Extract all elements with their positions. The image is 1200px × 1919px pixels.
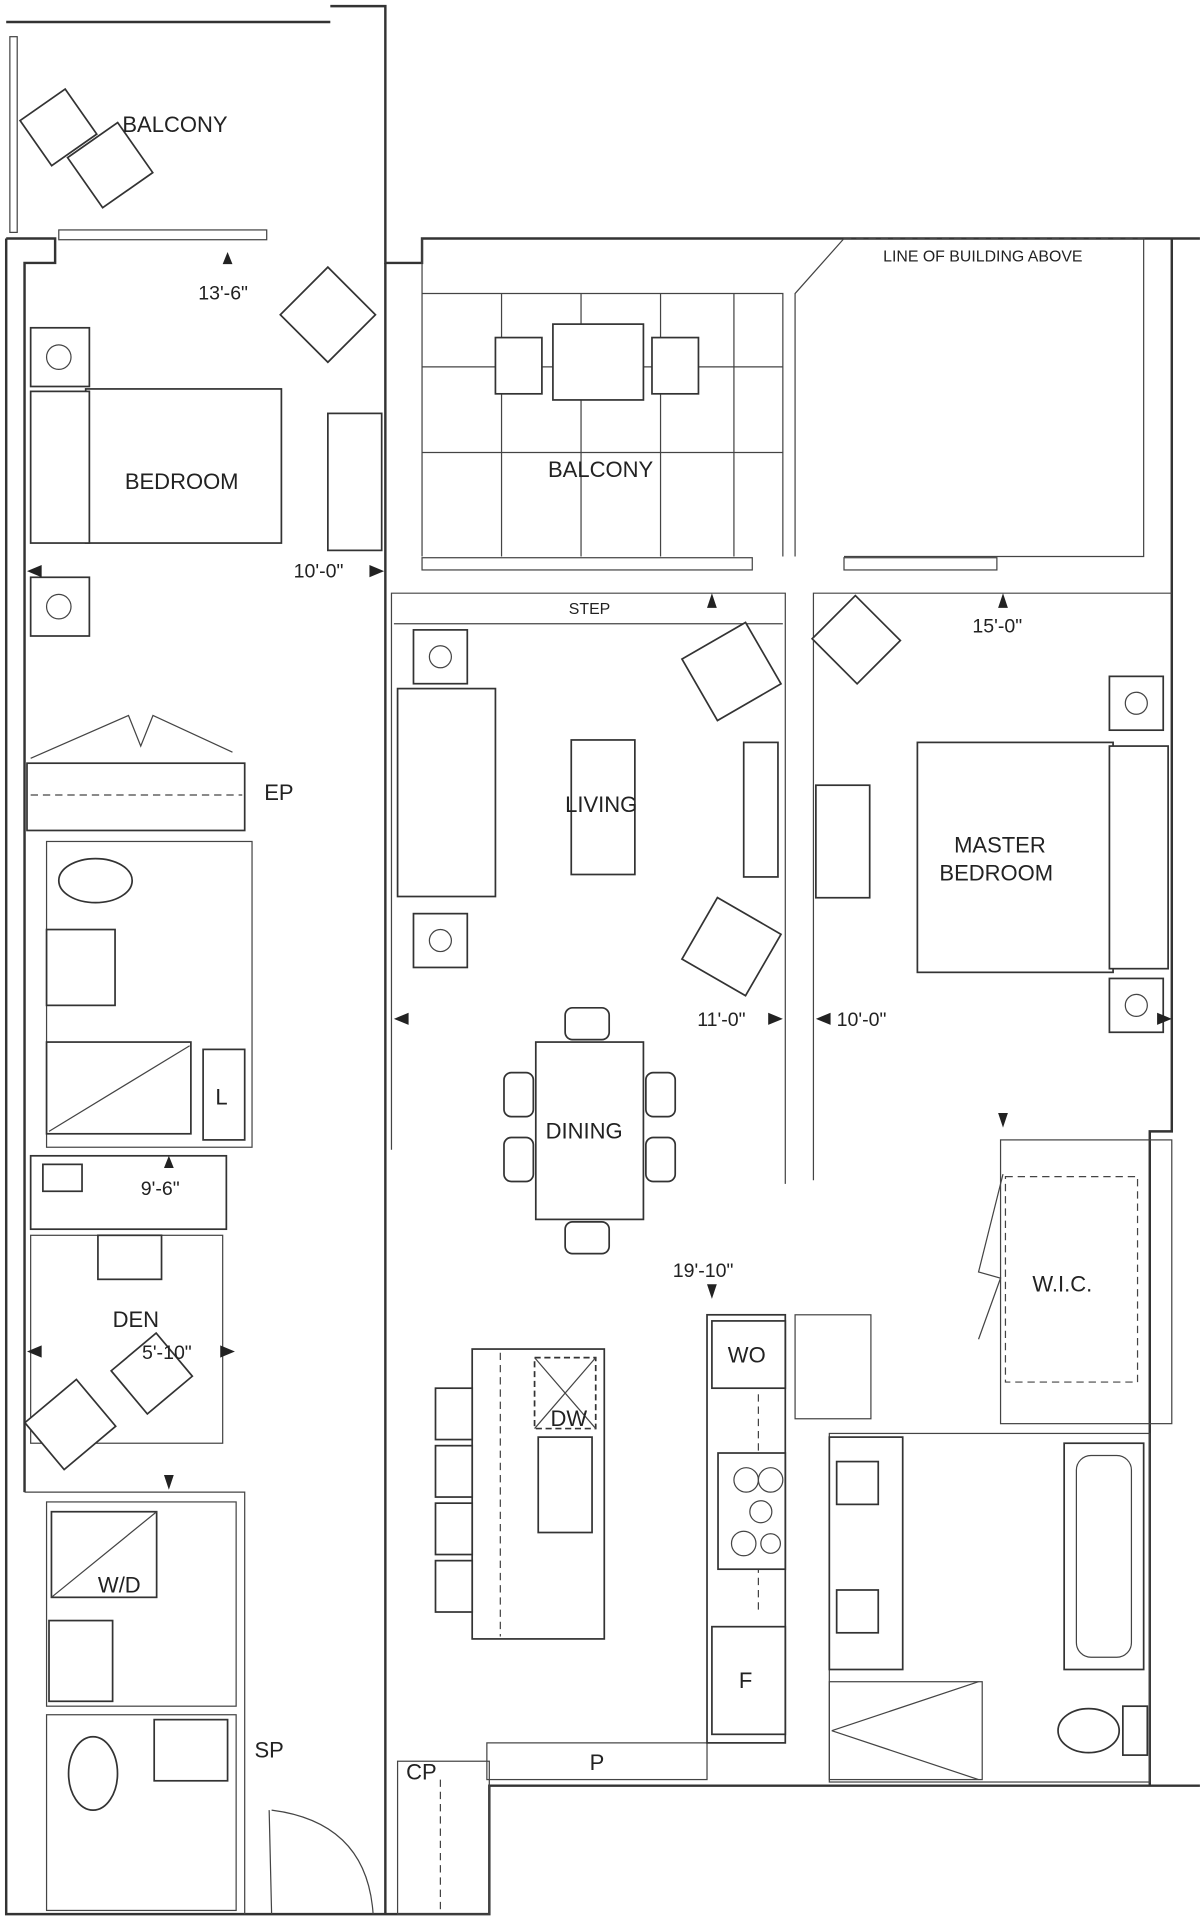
- ensuite-bath: [828, 1432, 1151, 1783]
- den-depth-dim: 5'-10": [142, 1342, 192, 1364]
- dining-kitchen-dim: 19'-10": [673, 1260, 734, 1282]
- wall-oven-label: WO: [728, 1343, 766, 1368]
- exterior-walls: [4, 4, 1200, 1916]
- fridge-label: F: [739, 1668, 752, 1693]
- bathroom-1: L: [45, 840, 253, 1148]
- walk-in-closet: W.I.C.: [794, 1139, 1173, 1425]
- den: DEN 9'-6" 5'-10": [23, 1154, 235, 1490]
- master-depth-dim: 10'-0": [837, 1009, 887, 1031]
- wic-label: W.I.C.: [1032, 1272, 1092, 1297]
- balcony-label: BALCONY: [122, 112, 227, 137]
- balcony-main: BALCONY LINE OF BUILDING ABOVE: [421, 237, 1150, 571]
- balcony-top-left: BALCONY: [9, 36, 268, 241]
- kitchen: DW WO F 19'-10": [434, 1260, 787, 1744]
- bedroom-depth-dim: 10'-0": [294, 560, 344, 582]
- living-label: LIVING: [565, 792, 637, 817]
- dining-room: DINING: [503, 1006, 677, 1255]
- linen-label: L: [215, 1084, 227, 1109]
- bedroom: BEDROOM 13'-6" 10'-0" EP: [26, 251, 385, 832]
- ep-label: EP: [264, 780, 293, 805]
- master-width-dim: 15'-0": [972, 615, 1022, 637]
- cp-label: CP: [406, 1760, 437, 1785]
- master-label-2: BEDROOM: [939, 861, 1053, 886]
- pantry-label: P: [590, 1750, 605, 1775]
- living-width-dim: 11'-0": [697, 1009, 745, 1031]
- sp-label: SP: [254, 1738, 283, 1763]
- living-room: STEP LIVING 11'-0": [390, 592, 786, 1184]
- den-width-dim: 9'-6": [141, 1178, 180, 1200]
- bedroom-label: BEDROOM: [125, 469, 239, 494]
- entry: CP P: [268, 1742, 708, 1915]
- balcony-main-label: BALCONY: [548, 457, 653, 482]
- bedroom-width-dim: 13'-6": [198, 283, 248, 305]
- den-label: DEN: [113, 1307, 159, 1332]
- master-bedroom: MASTER BEDROOM 15'-0" 10'-0": [810, 592, 1172, 1181]
- dishwasher-label: DW: [550, 1406, 587, 1431]
- master-label-1: MASTER: [954, 832, 1046, 857]
- line-of-building-label: LINE OF BUILDING ABOVE: [883, 249, 1082, 266]
- step-label: STEP: [569, 601, 610, 618]
- laundry-powder: W/D SP: [24, 1491, 284, 1915]
- wd-label: W/D: [98, 1572, 141, 1597]
- dining-label: DINING: [546, 1119, 623, 1144]
